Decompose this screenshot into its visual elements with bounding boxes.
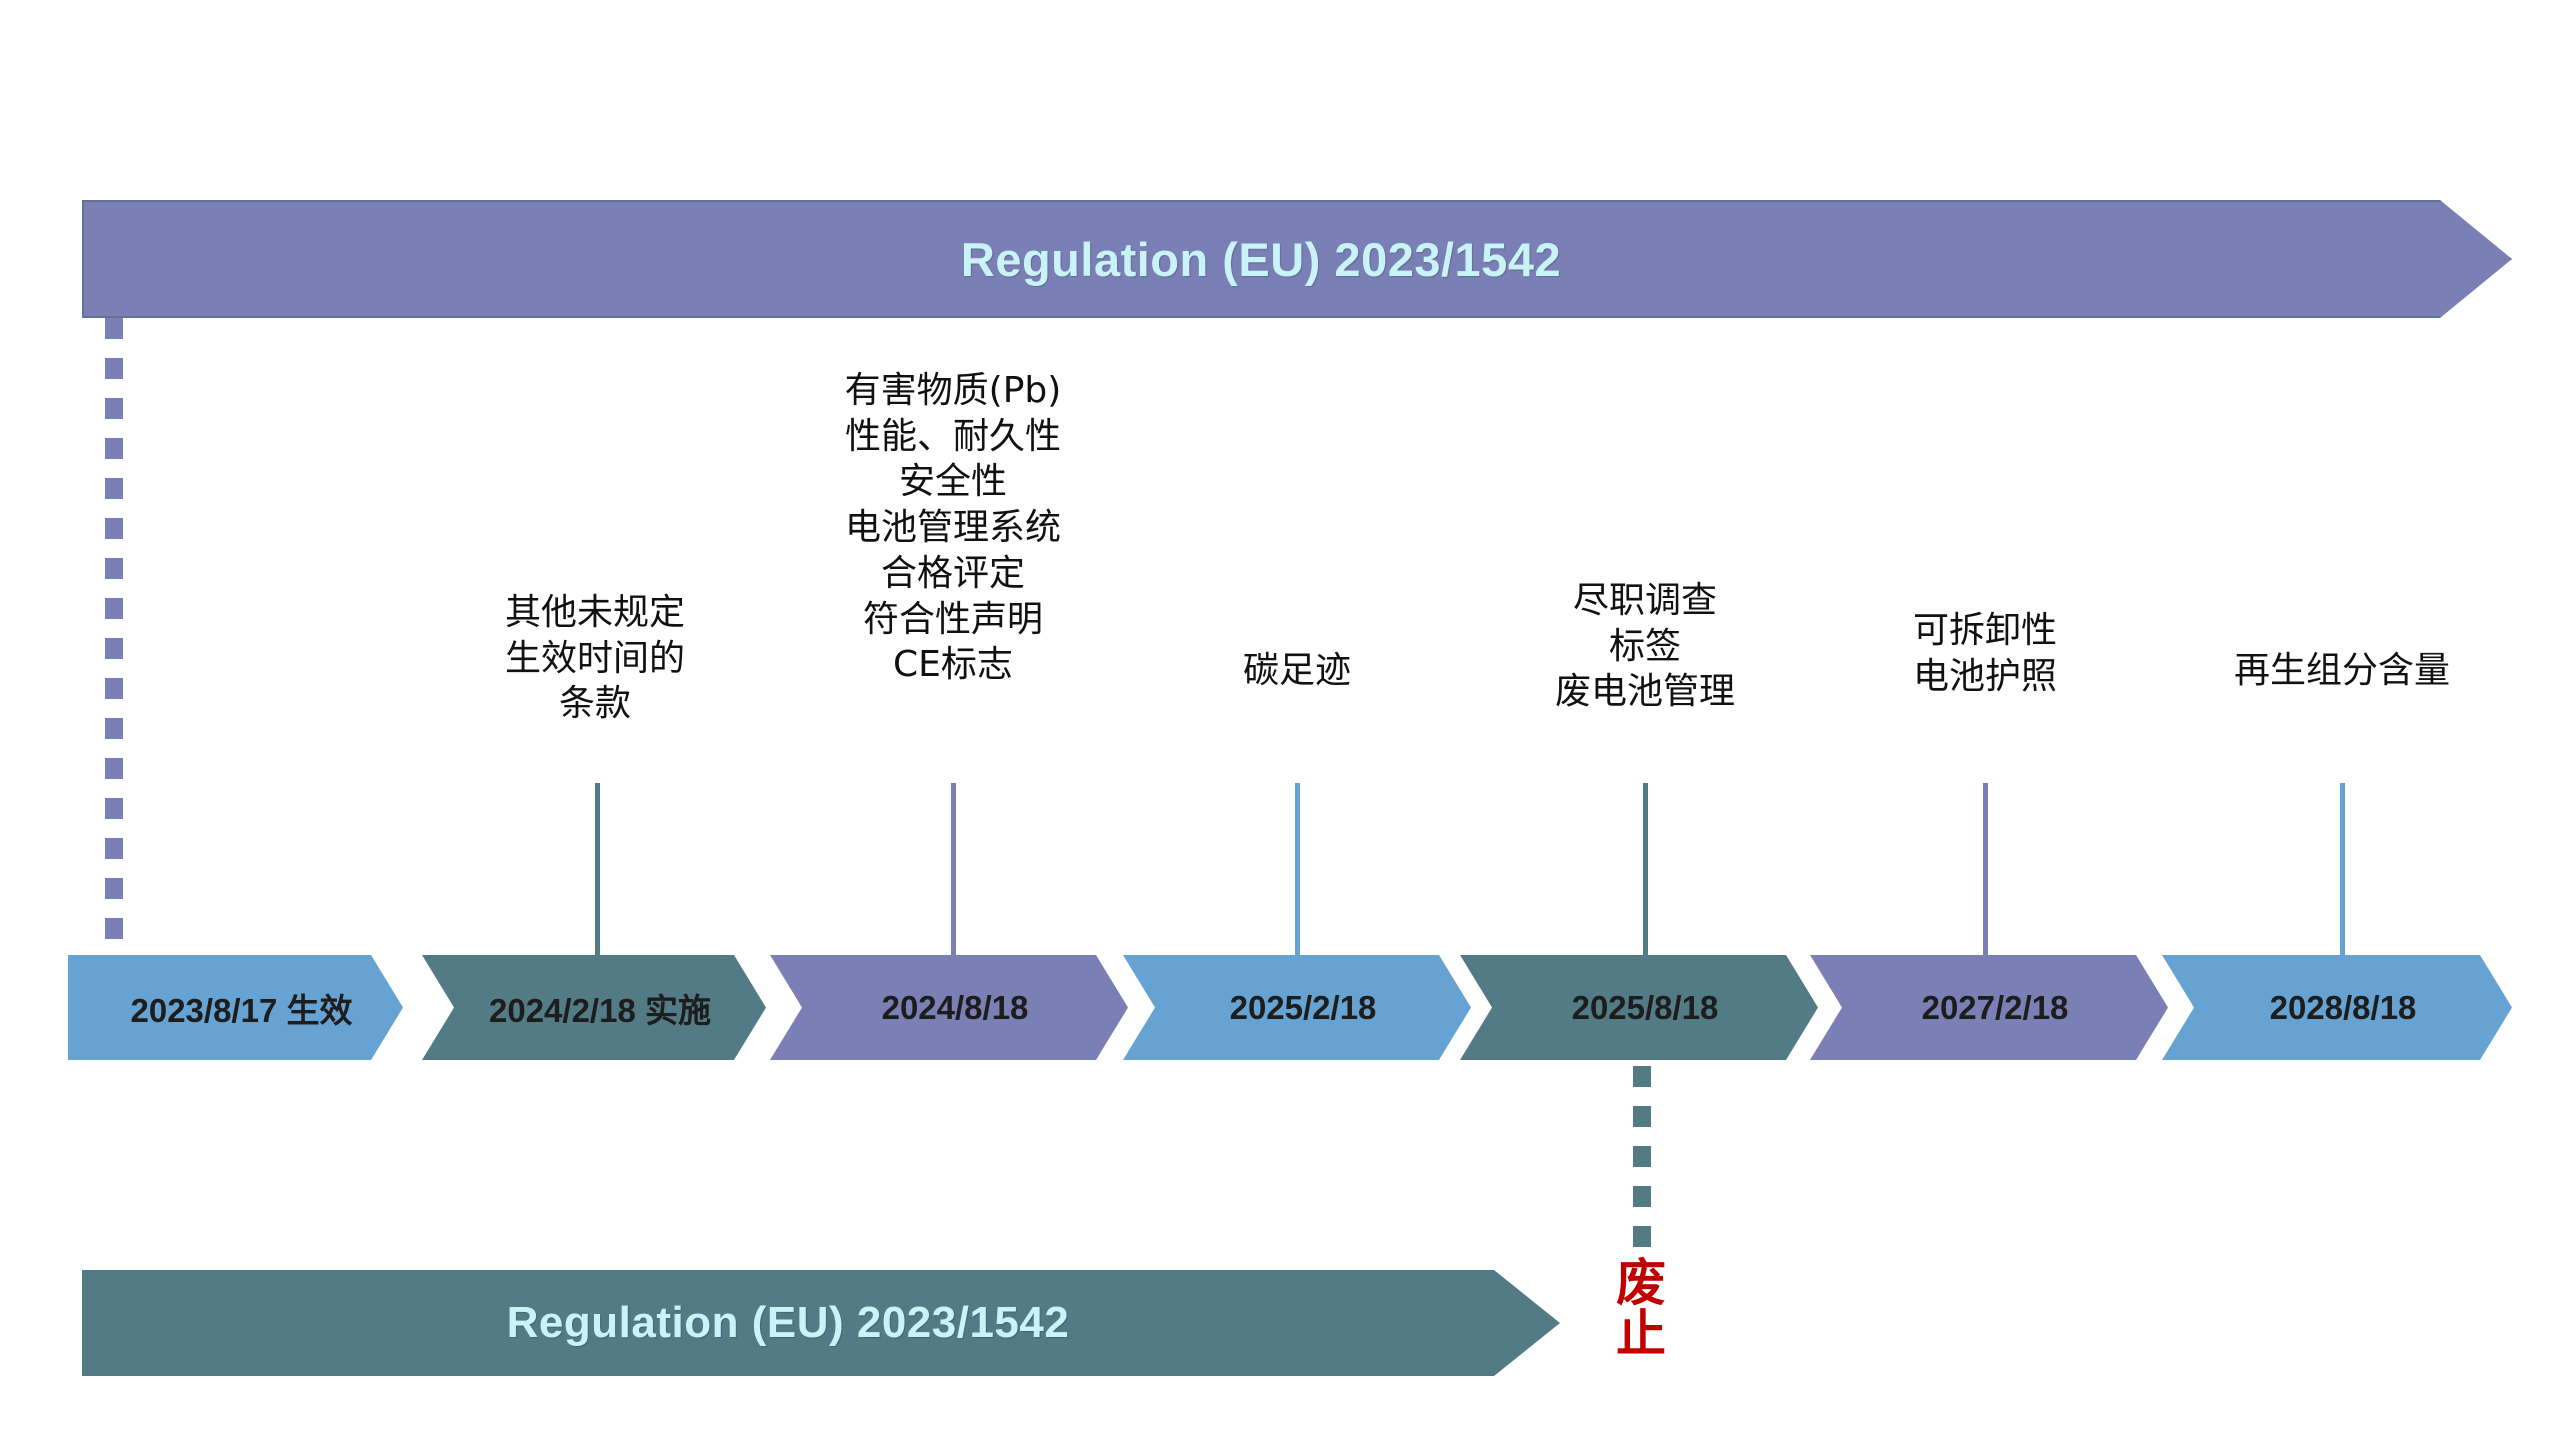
annotation-line: 碳足迹 <box>1242 650 1352 691</box>
milestone-chevron-5[interactable]: 2027/2/18 <box>1810 955 2168 1060</box>
milestone-date-label: 2027/2/18 <box>1921 988 2069 1026</box>
repeal-char: 止 <box>1616 1305 1666 1363</box>
annotation-line: CE标志 <box>893 644 1013 686</box>
dash-segment <box>105 598 123 619</box>
annotation-line: 其他未规定 <box>504 592 686 633</box>
milestone-chevron-0[interactable]: 2023/8/17 生效 <box>68 955 403 1060</box>
dash-segment <box>105 438 123 459</box>
milestone-chevron-1[interactable]: 2024/2/18 实施 <box>422 955 766 1060</box>
leader-line-2 <box>1295 783 1300 958</box>
dash-segment <box>1633 1186 1651 1207</box>
annotation-line: 可拆卸性 <box>1912 610 2058 651</box>
repeal-label: 废止 <box>1613 1258 1669 1360</box>
annotation-line: 合格评定 <box>880 552 1025 594</box>
dash-segment <box>105 318 123 339</box>
dash-segment <box>1633 1146 1651 1167</box>
annotation-line: 生效时间的 <box>504 637 686 679</box>
leader-line-3 <box>1643 783 1648 958</box>
dash-segment <box>1633 1226 1651 1247</box>
leader-line-1 <box>951 783 956 958</box>
annotation-line: 有害物质(Pb) <box>844 370 1062 411</box>
dash-segment <box>105 798 123 819</box>
leader-line-4 <box>1983 783 1988 958</box>
annotation-line: 废电池管理 <box>1554 671 1736 713</box>
milestone-chevron-2[interactable]: 2024/8/18 <box>770 955 1128 1060</box>
dash-segment <box>105 358 123 379</box>
dash-segment <box>1633 1106 1651 1127</box>
dash-segment <box>105 678 123 699</box>
dash-segment <box>105 878 123 899</box>
annotation-line: 标签 <box>1608 625 1682 667</box>
annotation-line: 再生组分含量 <box>2233 650 2451 691</box>
dash-segment <box>105 518 123 539</box>
dash-segment <box>105 398 123 419</box>
annotation-line: 条款 <box>558 683 632 725</box>
dash-segment <box>1633 1066 1651 1087</box>
milestone-chevron-3[interactable]: 2025/2/18 <box>1123 955 1471 1060</box>
repeal-marker: 废止 <box>1613 1258 1669 1360</box>
repeal-dashed-line <box>1633 1066 1651 1266</box>
milestone-date-label: 2023/8/17 生效 <box>130 991 353 1029</box>
milestone-chevron-4[interactable]: 2025/8/18 <box>1460 955 1818 1060</box>
milestone-date-label: 2025/2/18 <box>1229 988 1377 1026</box>
milestone-date-label: 2025/8/18 <box>1571 988 1719 1026</box>
leader-line-0 <box>595 783 600 958</box>
dash-segment <box>105 638 123 659</box>
annotation-line: 符合性声明 <box>862 598 1043 640</box>
annotation-line: 尽职调查 <box>1572 580 1718 621</box>
dash-segment <box>105 478 123 499</box>
annotation-line: 电池管理系统 <box>844 507 1061 549</box>
entry-into-force-dashed-line <box>105 318 123 958</box>
top-banner-title: Regulation (EU) 2023/1542 <box>960 232 1562 286</box>
milestone-date-label: 2024/2/18 实施 <box>489 991 711 1029</box>
bottom-banner-title: Regulation (EU) 2023/1542 <box>506 1298 1070 1347</box>
milestone-date-label: 2024/8/18 <box>881 988 1029 1026</box>
milestone-chevron-6[interactable]: 2028/8/18 <box>2162 955 2512 1060</box>
annotation-line: 性能、耐久性 <box>844 415 1061 457</box>
repeal-char: 废 <box>1616 1254 1666 1312</box>
top-regulation-banner: Regulation (EU) 2023/1542 <box>82 200 2512 318</box>
leader-line-5 <box>2340 783 2345 958</box>
annotation-line: 电池护照 <box>1912 655 2058 697</box>
dash-segment <box>105 558 123 579</box>
dash-segment <box>105 838 123 859</box>
dash-segment <box>105 918 123 939</box>
milestone-date-label: 2028/8/18 <box>2269 988 2417 1026</box>
dash-segment <box>105 718 123 739</box>
bottom-regulation-banner: Regulation (EU) 2023/1542 <box>82 1270 1560 1376</box>
annotation-line: 安全性 <box>898 461 1007 503</box>
dash-segment <box>105 758 123 779</box>
